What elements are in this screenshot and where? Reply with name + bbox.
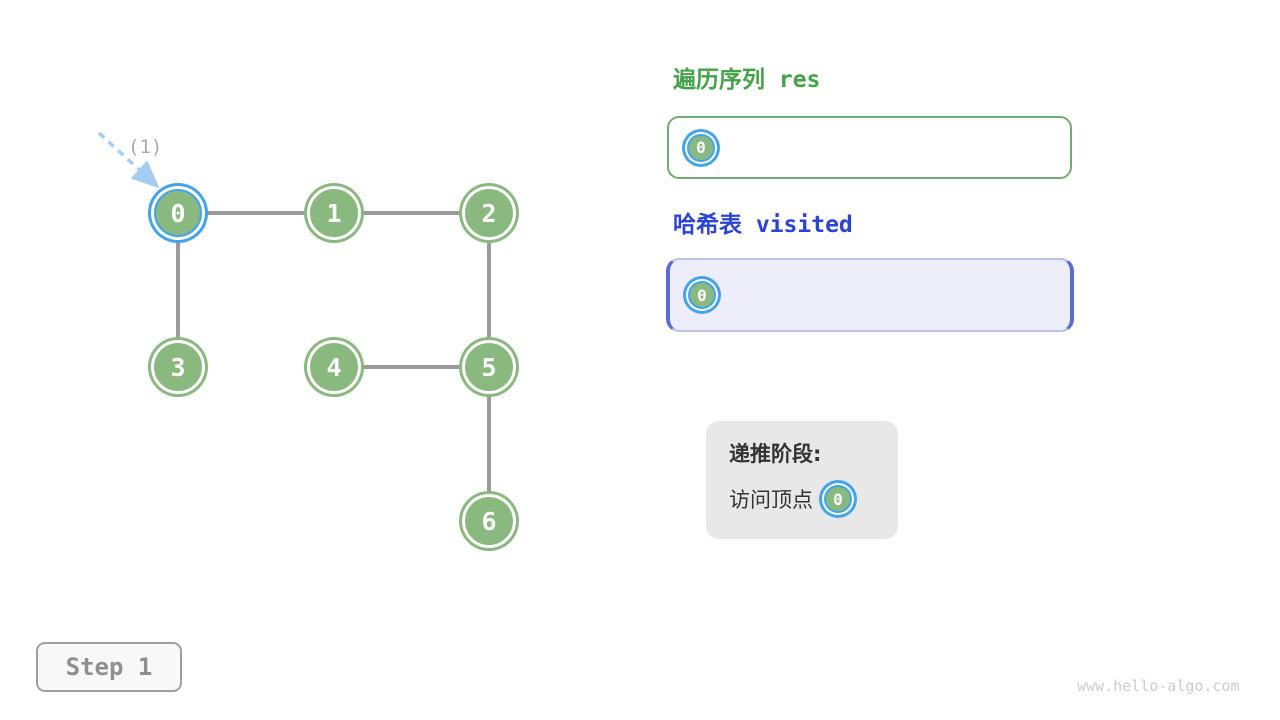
node-label: 0 (170, 198, 186, 228)
graph-edge-2-5 (487, 213, 491, 367)
node-label: 1 (326, 198, 342, 228)
node-label: 3 (170, 352, 186, 382)
graph-node-5: 5 (465, 343, 513, 391)
step-indicator: Step 1 (36, 642, 182, 692)
graph-edge-1-2 (334, 211, 489, 215)
res-sequence-box: 0 (667, 116, 1072, 179)
graph-node-0: 0 (154, 189, 202, 237)
res-item-node-0: 0 (687, 133, 715, 162)
dashed-arrow (97, 131, 160, 189)
res-panel-title: 遍历序列 res (673, 67, 821, 93)
visit-vertex-label: 访问顶点 (729, 488, 813, 512)
visited-panel-title: 哈希表 visited (673, 212, 853, 238)
graph-node-2: 2 (465, 189, 513, 237)
visited-hash-box: 0 (666, 258, 1074, 332)
node-label: 0 (697, 285, 707, 305)
graph-node-4: 4 (310, 343, 358, 391)
graph-node-6: 6 (465, 497, 513, 545)
graph-edge-0-3 (176, 213, 180, 367)
visit-vertex-node: 0 (824, 485, 852, 513)
node-label: 0 (833, 489, 843, 509)
phase-info-box: 递推阶段: 访问顶点 0 (706, 421, 898, 539)
node-label: 4 (326, 352, 342, 382)
node-label: 0 (696, 138, 706, 157)
phase-title: 递推阶段: (729, 442, 822, 466)
step-annotation: (1) (128, 136, 163, 158)
node-label: 2 (481, 198, 497, 228)
phase-action-row: 访问顶点 0 (729, 484, 898, 514)
node-label: 5 (481, 352, 497, 382)
node-label: 6 (481, 506, 497, 536)
graph-edge-5-6 (487, 367, 491, 521)
watermark: www.hello-algo.com (1077, 677, 1240, 695)
graph-edge-0-1 (178, 211, 334, 215)
graph-node-3: 3 (154, 343, 202, 391)
graph-edge-4-5 (334, 365, 489, 369)
graph-node-1: 1 (310, 189, 358, 237)
visited-item-node-0: 0 (688, 281, 716, 309)
